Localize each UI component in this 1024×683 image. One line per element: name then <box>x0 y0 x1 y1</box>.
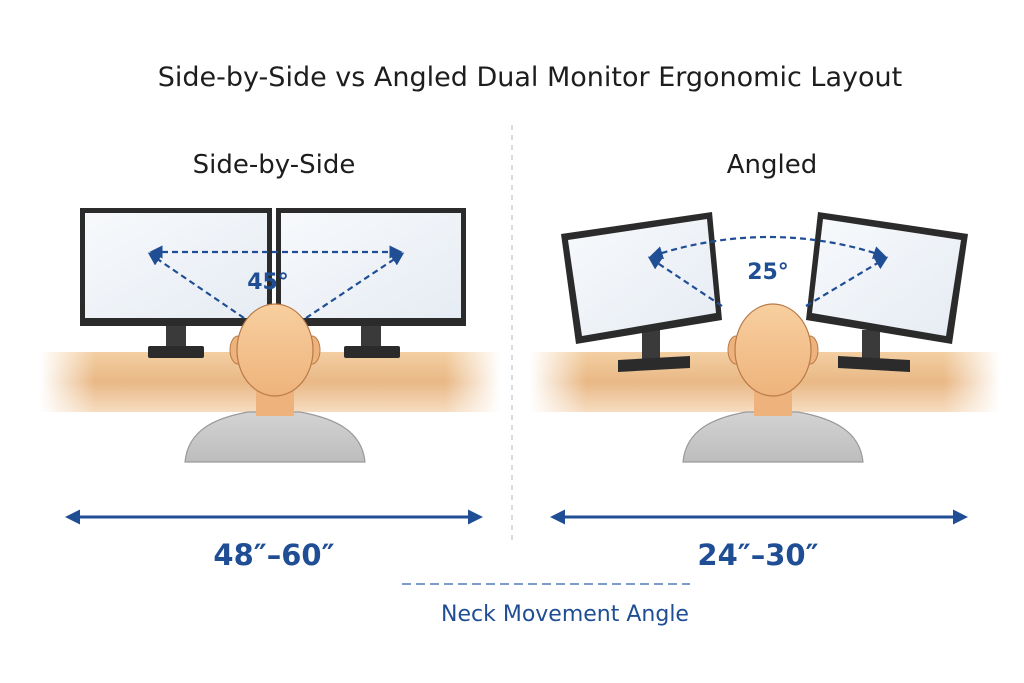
monitor-right-2 <box>806 212 968 372</box>
monitor-left-1 <box>80 208 272 358</box>
person-left <box>184 303 366 463</box>
side-by-side-panel: Side-by-Side <box>40 150 500 572</box>
sightline-right <box>647 235 889 307</box>
monitor-left-2 <box>276 208 466 358</box>
person-right <box>682 303 864 463</box>
angle-label-left: 45° <box>247 270 289 295</box>
diagram-title: Side-by-Side vs Angled Dual Monitor Ergo… <box>158 62 902 93</box>
footer-label: Neck Movement Angle <box>441 602 689 627</box>
monitor-right-1 <box>561 212 722 372</box>
side-by-side-heading: Side-by-Side <box>193 150 356 180</box>
angle-label-right: 25° <box>747 260 789 285</box>
sightline-left <box>147 245 405 319</box>
angled-heading: Angled <box>727 150 818 180</box>
distance-label-left: 48″–60″ <box>213 538 334 572</box>
angled-panel: Angled <box>530 150 1000 572</box>
distance-label-right: 24″–30″ <box>697 538 818 572</box>
